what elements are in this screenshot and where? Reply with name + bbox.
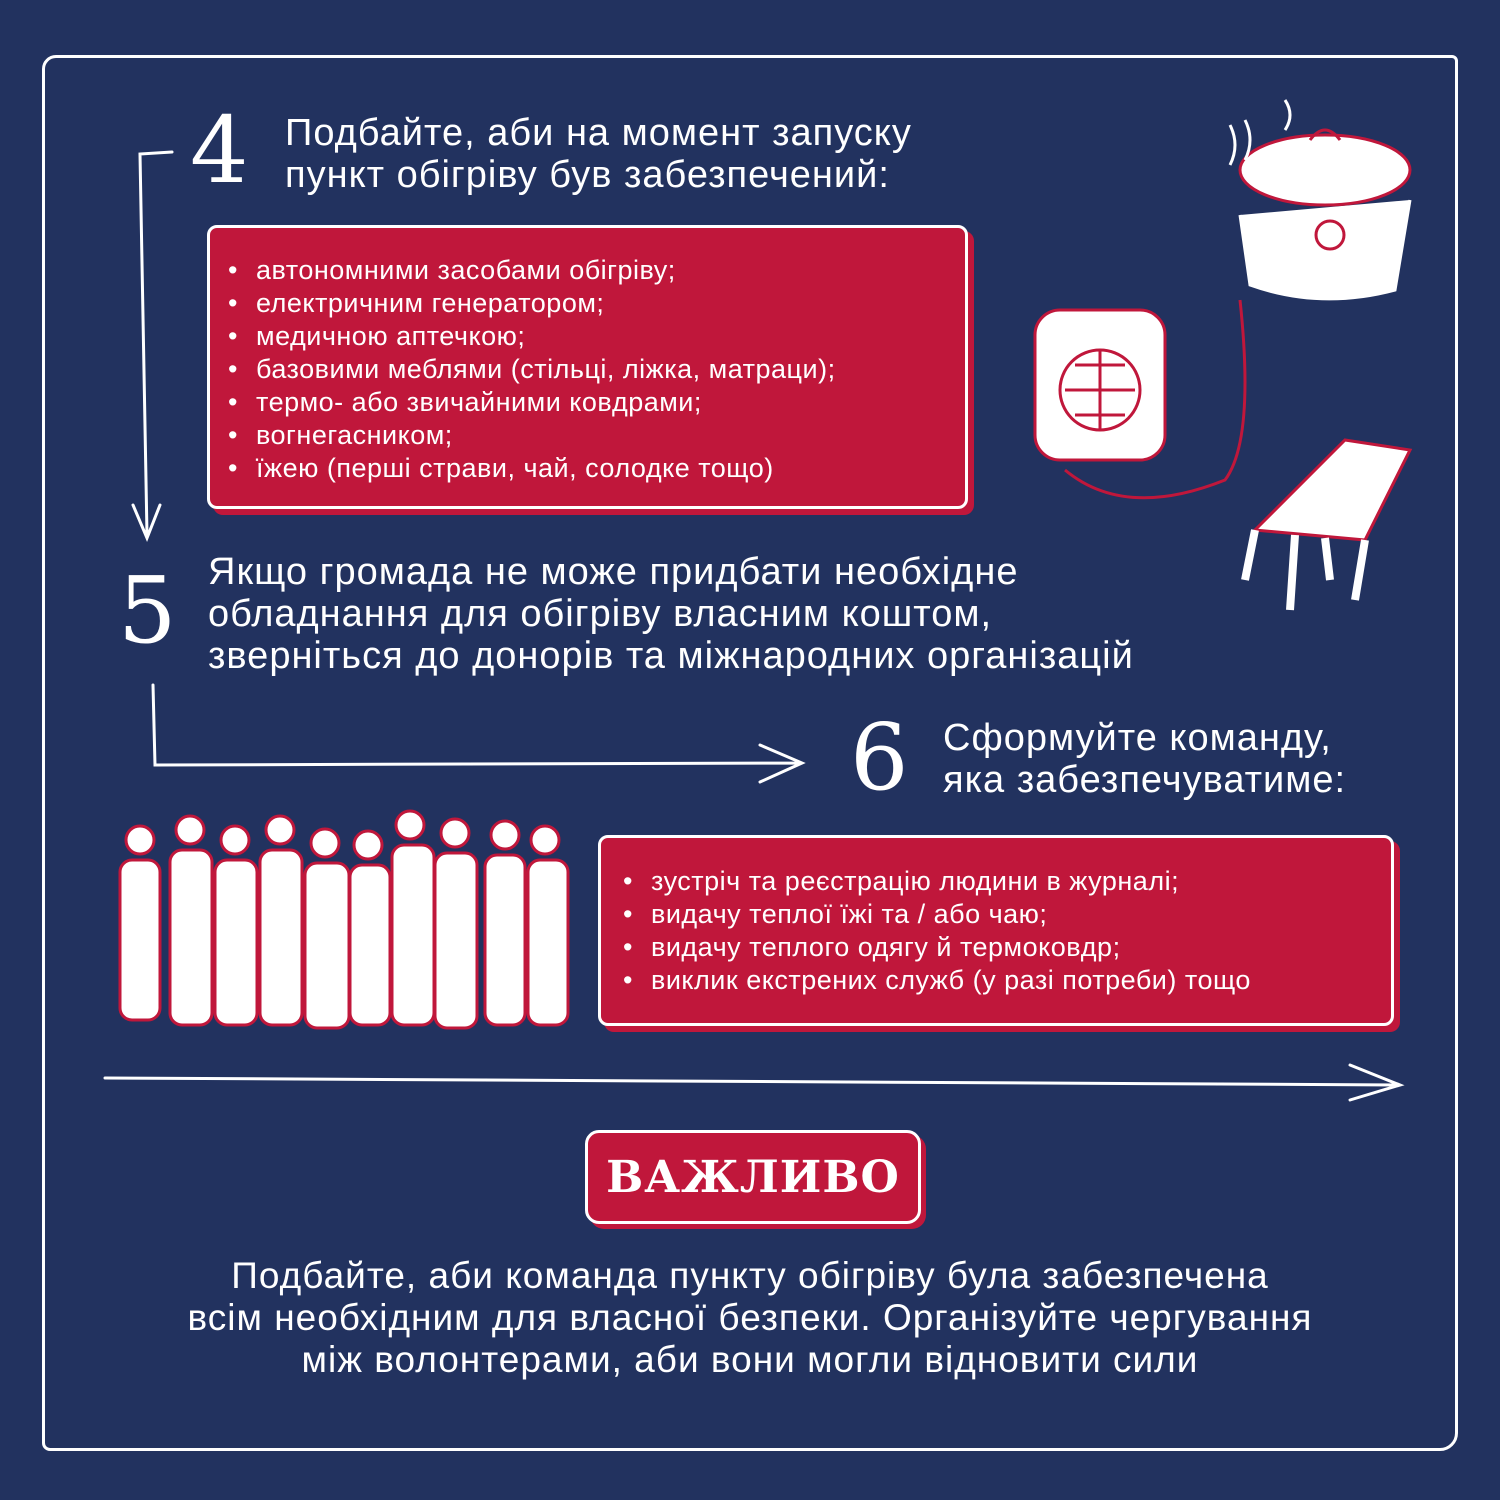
important-note: Подбайте, аби команда пункту обігріву бу… — [60, 1255, 1440, 1381]
important-badge: ВАЖЛИВО — [585, 1130, 921, 1224]
step-6-heading: Сформуйте команду, яка забезпечуватиме: — [943, 717, 1346, 801]
heading-line: пункт обігріву був забезпечений: — [285, 154, 890, 196]
arrow-5-to-6 — [151, 683, 806, 784]
chair-illustration — [1241, 438, 1413, 611]
heading-line: обладнання для обігріву власним коштом, — [208, 593, 993, 635]
step-4-checklist: автономними засобами обігріву; електричн… — [207, 225, 968, 509]
list-item: їжею (перші страви, чай, солодке тощо) — [228, 452, 965, 485]
note-line: всім необхідним для власної безпеки. Орг… — [187, 1297, 1313, 1338]
heater-illustration — [1033, 299, 1247, 500]
heading-line: яка забезпечуватиме: — [943, 759, 1347, 801]
heading-line: Подбайте, аби на момент запуску — [285, 112, 912, 154]
list-item: автономними засобами обігріву; — [228, 254, 965, 287]
list-item: електричним генератором; — [228, 287, 965, 320]
list-item: виклик екстрених служб (у разі потреби) … — [623, 964, 1391, 997]
hand-drawn-frame — [42, 55, 1458, 1451]
step-number-6: 6 — [850, 704, 909, 811]
step-5-heading: Якщо громада не може придбати необхідне … — [208, 551, 1134, 677]
step-number-4: 4 — [190, 97, 249, 204]
list-item: термо- або звичайними ковдрами; — [228, 386, 965, 419]
heading-line: Якщо громада не може придбати необхідне — [208, 551, 1019, 593]
divider-arrow — [103, 1063, 1405, 1102]
note-line: Подбайте, аби команда пункту обігріву бу… — [231, 1255, 1269, 1296]
step-4-heading: Подбайте, аби на момент запуску пункт об… — [285, 112, 912, 196]
heading-line: Сформуйте команду, — [943, 717, 1332, 759]
team-illustration — [118, 809, 570, 1030]
list-item: видачу теплого одягу й термоковдр; — [623, 931, 1391, 964]
heading-line: зверніться до донорів та міжнародних орг… — [208, 635, 1134, 677]
list-item: вогнегасником; — [228, 419, 965, 452]
list-item: медичною аптечкою; — [228, 320, 965, 353]
list-item: видачу теплої їжі та / або чаю; — [623, 898, 1391, 931]
pot-illustration — [1228, 99, 1412, 301]
list-item: базовими меблями (стільці, ліжка, матрац… — [228, 353, 965, 386]
note-line: між волонтерами, аби вони могли відновит… — [301, 1339, 1199, 1380]
arrow-4-to-5 — [131, 150, 174, 542]
step-6-checklist: зустріч та реєстрацію людини в журналі; … — [598, 835, 1394, 1026]
step-number-5: 5 — [118, 557, 177, 664]
list-item: зустріч та реєстрацію людини в журналі; — [623, 865, 1391, 898]
